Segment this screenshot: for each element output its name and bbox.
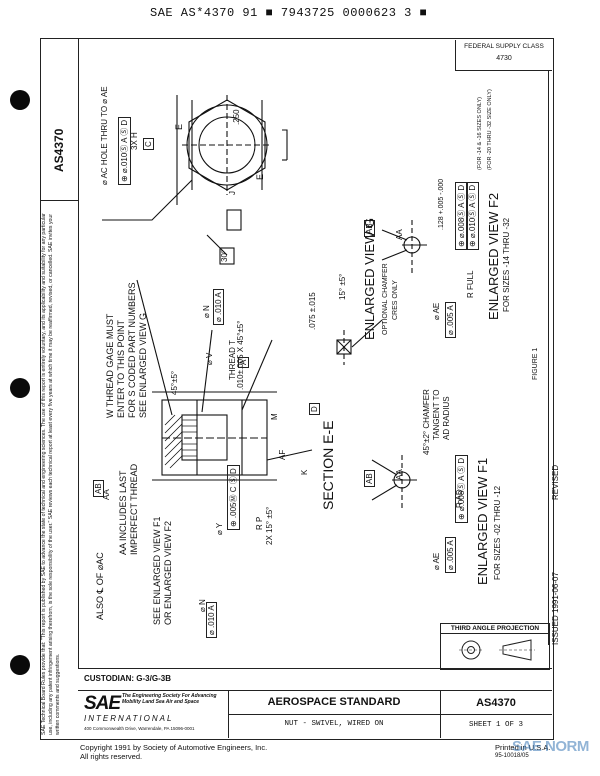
third-angle-box: THIRD ANGLE PROJECTION <box>440 623 550 670</box>
side-technical-notice: SAE Technical Board Rules provide that: … <box>41 213 61 735</box>
fcf-005a-f1: ⌀ .005 A <box>445 537 456 573</box>
fcf-pos-f2-b: ⊕ ⌀.010Ⓢ A Ⓢ D <box>466 181 479 250</box>
fcf-pos-section: ⊕ .005Ⓜ C Ⓢ D <box>227 465 240 530</box>
fcf-005a-f2: ⌀ .005 A <box>445 302 456 338</box>
label-j: J <box>228 191 237 195</box>
datum-ab-f1: AB <box>364 470 375 487</box>
engineering-drawing <box>102 95 427 510</box>
view-f2-sizes: FOR SIZES -14 THRU -32 <box>502 217 511 312</box>
label-aa-f2: AA <box>395 229 404 240</box>
title-sub: NUT - SWIVEL, WIRED ON <box>284 720 384 728</box>
copyright-line-1: Copyright 1991 by Society of Automotive … <box>80 743 268 752</box>
note-optional-chamfer: OPTIONAL CHAMFER <box>382 263 389 335</box>
label-n-top: ⌀ N <box>202 305 211 318</box>
label-e-top: E <box>174 123 184 130</box>
custodian: CUSTODIAN: G-3/G-3B <box>84 674 171 683</box>
label-v: ⌀ V <box>205 352 214 365</box>
sae-tagline: The Engineering Society For Advancing Mo… <box>122 693 217 705</box>
datum-d: D <box>309 403 320 415</box>
note-tangent: TANGENT TO <box>432 389 441 440</box>
datum-ab-section: AB <box>93 480 104 497</box>
binder-hole-top <box>10 90 30 110</box>
sae-logo-mark: SAE <box>84 693 121 714</box>
side-document-number: AS4370 <box>52 128 66 172</box>
section-ee-title: SECTION E-E <box>320 420 336 510</box>
binder-hole-middle <box>10 378 30 398</box>
note-chamfer-45: 45°±2° CHAMFER <box>422 389 431 455</box>
label-y: ⌀ Y <box>215 522 224 535</box>
note-three-x-h: 3X H <box>130 132 139 150</box>
note-imperfect: IMPERFECT THREAD <box>129 463 139 555</box>
label-ae-f1: ⌀ AE <box>432 552 441 570</box>
sae-norm-watermark: SAE NORM <box>512 738 589 755</box>
label-aa-f1: AA <box>395 469 404 480</box>
issued-strip-divider <box>548 70 549 645</box>
note-angle-45: 45°±5° <box>170 370 179 395</box>
fsc-value: 4730 <box>496 55 512 62</box>
note-also-ac: ALSO ℄ OF ⌀AC <box>95 552 105 620</box>
view-f2-title: ENLARGED VIEW F2 <box>486 192 501 320</box>
note-128: .128 +.005 -.000 <box>438 178 445 230</box>
view-f1-sizes: FOR SIZES -02 THRU -12 <box>493 485 502 580</box>
sheet-number: SHEET 1 OF 3 <box>468 721 523 729</box>
label-m: M <box>270 413 279 420</box>
note-see-view-g: SEE ENLARGED VIEW G <box>138 312 148 418</box>
note-r-ad: R AD <box>455 489 464 508</box>
fcf-010a-left: ⌀ .010 A <box>206 602 217 638</box>
title-block-top-rule <box>78 690 552 691</box>
note-enter-to: ENTER TO THIS POINT <box>116 319 126 418</box>
fcf-010a-top: ⌀ .010 A <box>213 289 224 325</box>
projection-symbol <box>459 639 535 661</box>
note-chamfer-010: .010±.005 X 45°±5° <box>236 320 245 390</box>
custodian-top-rule <box>78 668 552 669</box>
revised-label: REVISED <box>551 464 560 500</box>
title-main: AEROSPACE STANDARD <box>267 696 401 708</box>
note-ad-radius: AD RADIUS <box>442 396 451 440</box>
printed-in: Printed in U.S.A. <box>495 743 551 752</box>
note-hole-ac: ⌀ AC HOLE THRU TO ⌀ AE <box>100 86 109 185</box>
datum-a: A <box>238 356 249 368</box>
note-15: 15° ±5° <box>338 273 347 300</box>
copyright-line-2: All rights reserved. <box>80 752 143 761</box>
datum-c: C <box>143 138 154 150</box>
note-aa-includes: AA INCLUDES LAST <box>118 470 128 555</box>
note-w-thread: W THREAD GAGE MUST <box>105 313 115 418</box>
note-size20: (FOR -20 THRU -32 SIZE ONLY) <box>487 89 493 170</box>
note-see-view-f: SEE ENLARGED VIEW F1 <box>152 516 162 625</box>
document-header: SAE AS*4370 91 ■ 7943725 0000623 3 ■ <box>150 6 428 20</box>
sae-address: 400 Commonwealth Drive, Warrendale, PA 1… <box>84 726 195 731</box>
note-cres-only: CRES ONLY <box>392 280 399 320</box>
sae-logo: SAE The Engineering Society For Advancin… <box>84 693 224 735</box>
view-f1-title: ENLARGED VIEW F1 <box>475 457 490 585</box>
label-k: K <box>300 469 309 475</box>
note-075: .075 ±.015 <box>308 292 317 330</box>
note-for-s-coded: FOR S CODED PART NUMBERS <box>127 282 137 418</box>
sae-international: INTERNATIONAL <box>84 714 174 723</box>
side-column-divider <box>78 38 79 668</box>
label-e-bottom: E <box>255 173 265 180</box>
side-docnum-divider <box>40 200 78 201</box>
drawing-frame <box>40 38 554 740</box>
printed-code: 95-10018/05 <box>495 753 529 759</box>
view-g-title: ENLARGED VIEW G <box>362 217 377 340</box>
doc-number: AS4370 <box>476 697 516 709</box>
note-or-view-f2: OR ENLARGED VIEW F2 <box>163 520 173 625</box>
binder-hole-bottom <box>10 655 30 675</box>
fsc-box: FEDERAL SUPPLY CLASS 4730 <box>455 40 552 71</box>
fsc-label: FEDERAL SUPPLY CLASS <box>464 43 544 50</box>
note-two-x: 2X 15° ±5° <box>265 506 274 545</box>
third-angle-label: THIRD ANGLE PROJECTION <box>441 624 549 634</box>
note-r-full: R FULL <box>466 270 475 298</box>
label-af: AF <box>278 449 287 460</box>
label-ae-f2: ⌀ AE <box>432 302 441 320</box>
note-rp: R P <box>255 516 264 530</box>
note-250: .250 <box>232 109 241 125</box>
fcf-hole: ⊕ ⌀.010Ⓢ A Ⓢ D <box>118 116 131 185</box>
title-block-mid-rule <box>228 714 552 715</box>
note-30: 30° <box>220 249 229 262</box>
note-size14: (FOR -14 & -16 SIZES ONLY) <box>477 97 483 170</box>
issued-date: ISSUED 1991-06-07 <box>551 572 560 645</box>
